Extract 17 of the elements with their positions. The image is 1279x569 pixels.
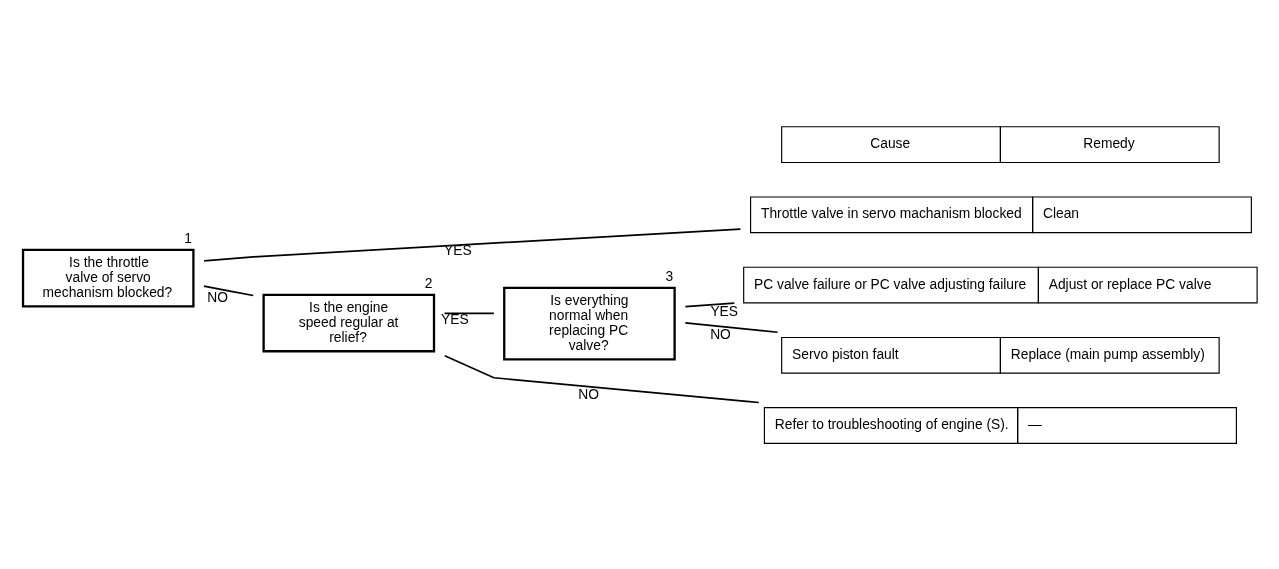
node-label: 2 bbox=[424, 274, 433, 291]
connector bbox=[443, 354, 760, 404]
edge-label: YES bbox=[440, 311, 469, 328]
node-box: Is everything normal when replacing PC valve? bbox=[503, 286, 676, 361]
edge-label: NO bbox=[710, 325, 731, 342]
node-box: Is the throttle valve of servo mechanism blocked? bbox=[21, 248, 195, 308]
connector bbox=[684, 322, 779, 334]
node-label: 3 bbox=[665, 267, 674, 284]
node-label: 1 bbox=[184, 229, 192, 246]
edge-label: NO bbox=[578, 385, 599, 402]
node-box: Is the engine speed regular at relief? bbox=[262, 293, 436, 353]
connector bbox=[684, 302, 736, 308]
connector bbox=[203, 285, 255, 297]
connector bbox=[203, 228, 742, 262]
connector bbox=[443, 312, 495, 315]
edge-label: YES bbox=[710, 302, 739, 319]
edge-label: NO bbox=[207, 288, 228, 305]
